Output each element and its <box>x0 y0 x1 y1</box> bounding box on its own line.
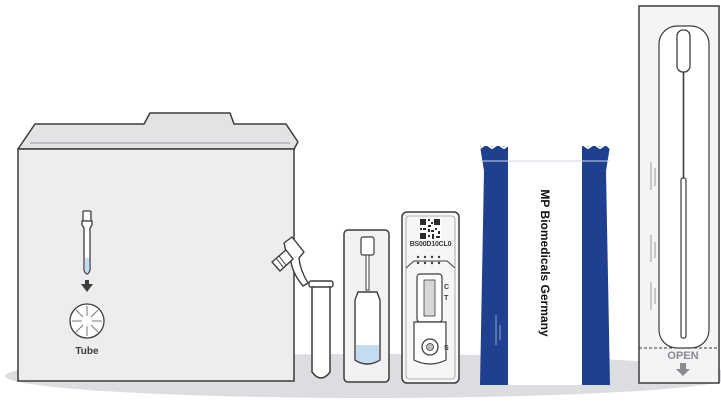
kit-box-body <box>18 149 294 381</box>
control-line-label: C <box>444 284 449 291</box>
lot-code-label: BS00D10CL0 <box>405 241 456 248</box>
perforation-icon <box>70 304 104 338</box>
qr-code <box>419 218 441 240</box>
tube-label: Tube <box>67 346 107 357</box>
buffer-blister <box>344 230 389 382</box>
pouch-brand-label: MP Biomedicals Germany <box>538 163 552 363</box>
sample-well-label: S <box>444 345 449 352</box>
kit-box <box>18 113 298 381</box>
kit-box-lid <box>18 113 298 149</box>
tube-icon <box>82 211 92 274</box>
test-line-label: T <box>444 295 448 302</box>
swab-package <box>639 6 719 383</box>
open-label: OPEN <box>643 350 721 362</box>
swab-tip <box>677 30 690 72</box>
test-cassette <box>402 212 459 383</box>
